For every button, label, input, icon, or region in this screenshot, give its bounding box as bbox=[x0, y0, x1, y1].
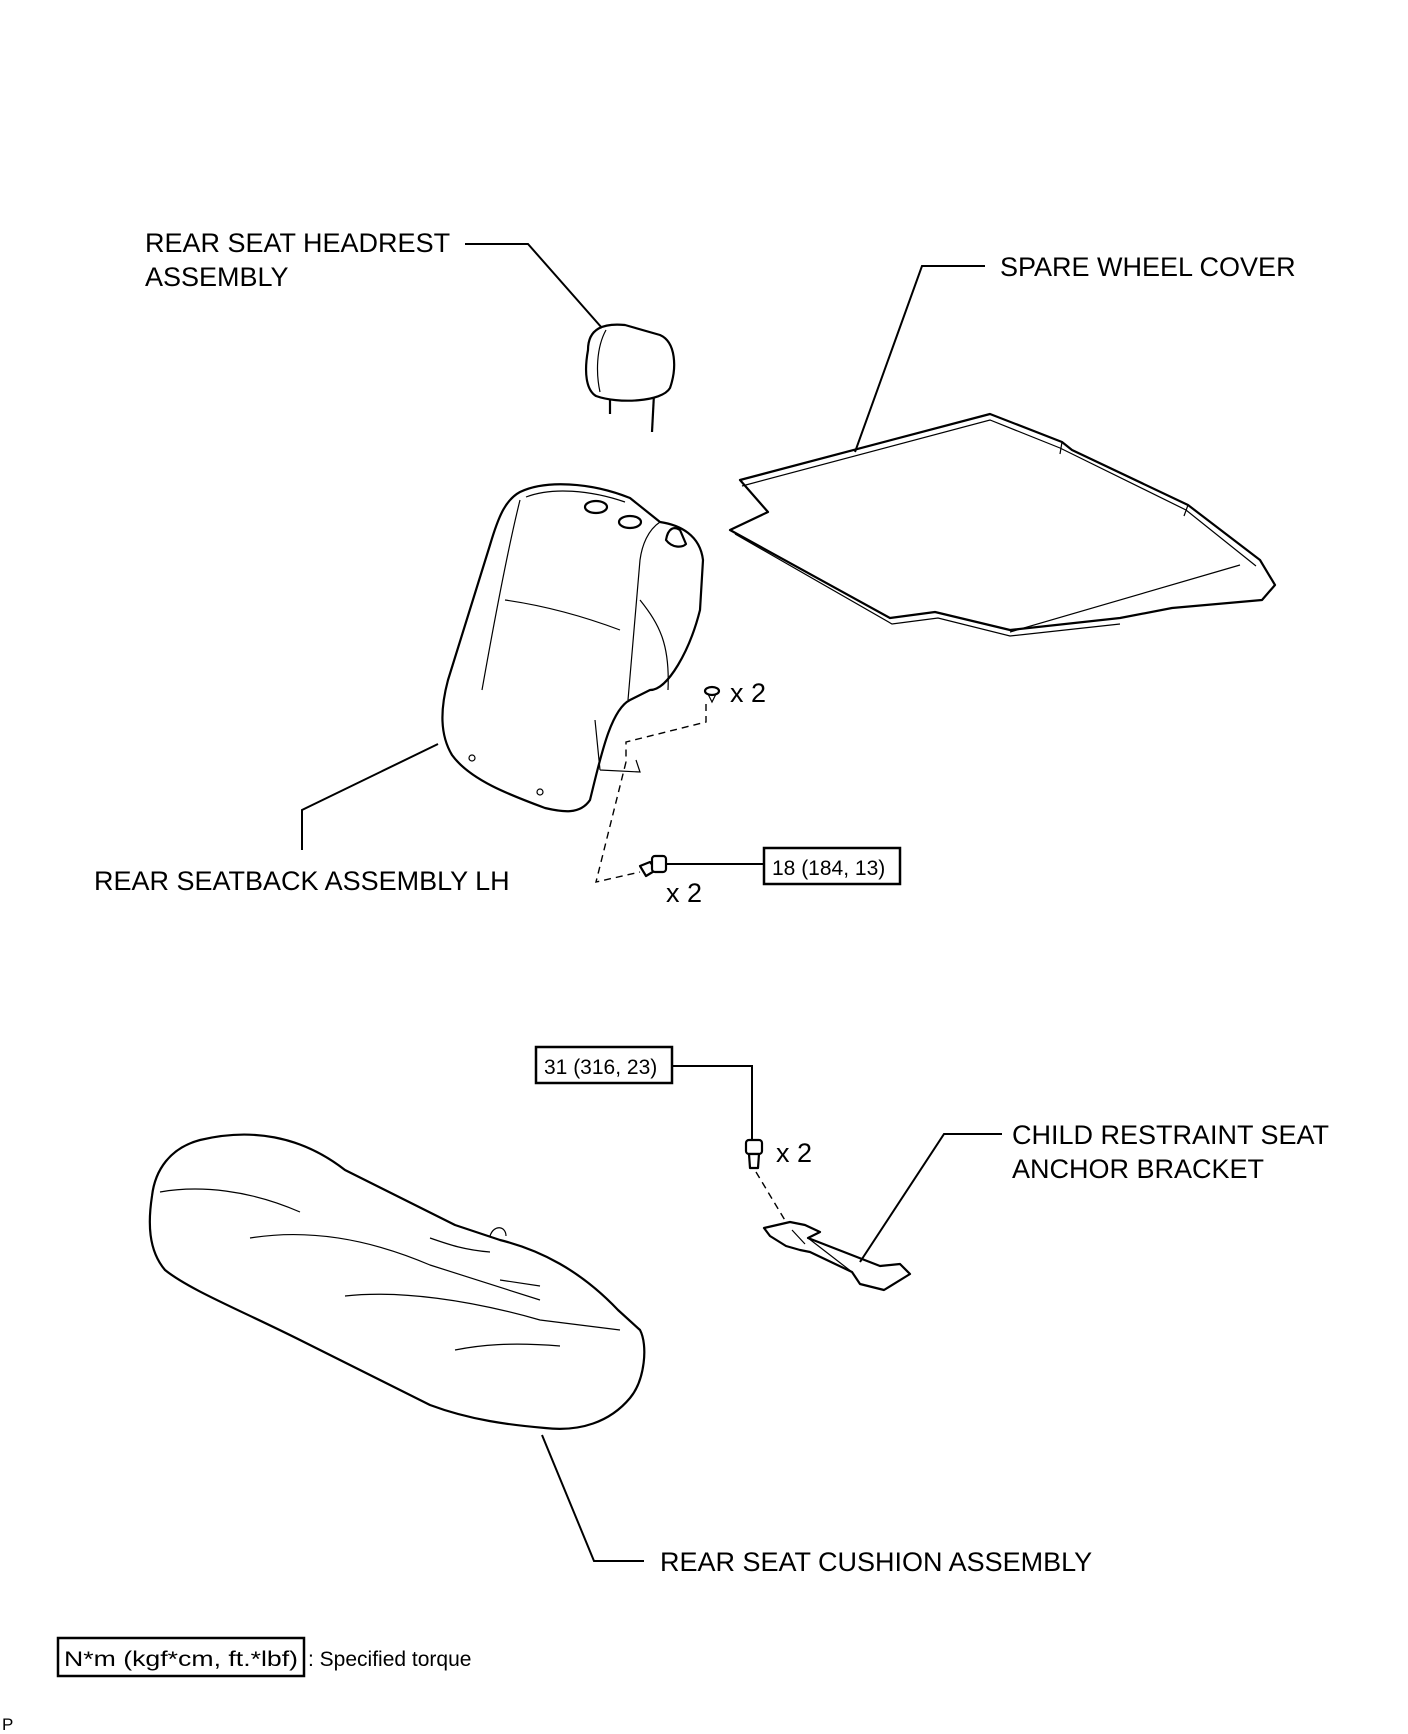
seat-cushion-part bbox=[148, 1133, 646, 1430]
seatback-bolt-dashed-line bbox=[595, 761, 641, 883]
clip-dashed-line bbox=[625, 704, 707, 762]
anchor-bracket-label-line1: CHILD RESTRAINT SEAT bbox=[1012, 1120, 1329, 1150]
anchor-bracket-label-line2: ANCHOR BRACKET bbox=[1012, 1154, 1264, 1184]
seatback-torque-box bbox=[762, 846, 902, 886]
clip-quantity: x 2 bbox=[730, 678, 766, 708]
headrest-label-line2: ASSEMBLY bbox=[145, 262, 289, 292]
anchor-bracket-part bbox=[762, 1220, 912, 1292]
spare-wheel-cover-leader bbox=[854, 265, 985, 453]
anchor-bracket-leader bbox=[859, 1133, 1002, 1263]
anchor-bolt-quantity: x 2 bbox=[776, 1138, 812, 1168]
spare-wheel-cover-part bbox=[728, 412, 1277, 637]
legend-description: : Specified torque bbox=[308, 1648, 471, 1671]
legend-torque-box bbox=[56, 1636, 306, 1678]
seatback-bolt-part bbox=[638, 854, 668, 878]
clip-part bbox=[703, 685, 721, 704]
spare-wheel-cover-label: SPARE WHEEL COVER bbox=[1000, 252, 1296, 282]
seatback-leader bbox=[301, 743, 439, 850]
seatback-part bbox=[441, 483, 705, 813]
headrest-label-line1: REAR SEAT HEADREST bbox=[145, 228, 450, 258]
corner-mark: P bbox=[2, 1715, 13, 1734]
legend-unit: N*m (kgf*cm, ft.*lbf) bbox=[64, 1648, 298, 1671]
anchor-bolt-part bbox=[744, 1138, 764, 1170]
seat-cushion-leader bbox=[541, 1434, 644, 1562]
anchor-torque-leader bbox=[672, 1065, 753, 1140]
headrest-leader bbox=[465, 243, 603, 329]
anchor-torque-value: 31 (316, 23) bbox=[544, 1056, 657, 1079]
seatback-torque-value: 18 (184, 13) bbox=[772, 857, 885, 880]
seat-cushion-label: REAR SEAT CUSHION ASSEMBLY bbox=[660, 1547, 1092, 1577]
seatback-label: REAR SEATBACK ASSEMBLY LH bbox=[94, 866, 510, 896]
headrest-part bbox=[585, 323, 676, 433]
seatback-bolt-quantity: x 2 bbox=[666, 878, 702, 908]
